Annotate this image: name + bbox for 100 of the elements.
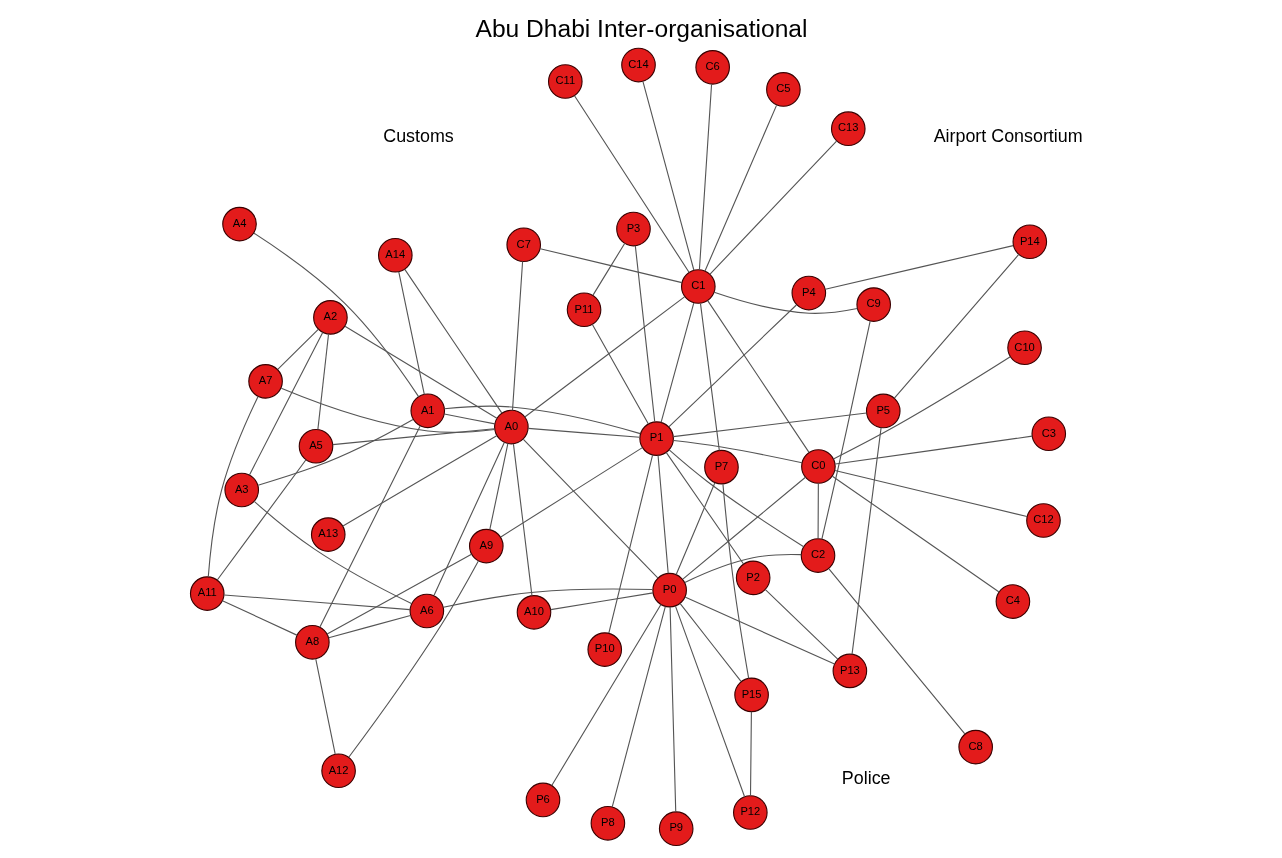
connector <box>698 83 712 271</box>
node-circle: P3 <box>615 211 651 247</box>
connector <box>403 268 502 414</box>
node-circle: C3 <box>1030 416 1066 452</box>
diagram-title: Abu Dhabi Inter-organisational <box>474 14 808 42</box>
node-circle: P11 <box>566 292 601 328</box>
node-circle: C14 <box>620 47 656 83</box>
connector <box>527 427 640 438</box>
node-circle: A13 <box>310 517 346 552</box>
connector <box>207 395 259 578</box>
node-circle: P5 <box>865 393 901 429</box>
connector <box>223 594 410 611</box>
connector <box>832 356 1011 460</box>
node-circle: P7 <box>703 449 739 485</box>
connector <box>833 469 1027 518</box>
connector <box>523 296 685 418</box>
node-circle: C13 <box>830 111 866 146</box>
node-circle: A8 <box>294 625 330 660</box>
connector <box>512 443 532 597</box>
node-circle: A0 <box>493 409 529 445</box>
connector <box>592 242 625 296</box>
node-circle: P1 <box>638 421 674 456</box>
connector <box>703 104 777 272</box>
node-circle: P4 <box>791 275 826 311</box>
connector <box>216 459 307 581</box>
node-circle: A1 <box>409 393 445 429</box>
node-circle: A7 <box>247 364 283 399</box>
connector <box>675 482 715 576</box>
connector <box>893 253 1019 399</box>
connector <box>634 245 655 423</box>
node-circle: P14 <box>1012 224 1047 260</box>
node-circle: A12 <box>320 753 356 789</box>
connector <box>824 245 1014 290</box>
connector <box>667 304 797 428</box>
connector <box>681 476 806 580</box>
connector <box>539 248 682 284</box>
node-circle: A2 <box>312 300 348 335</box>
node-circle: P2 <box>735 560 770 596</box>
node-circle: P6 <box>525 782 560 818</box>
connector <box>706 300 810 453</box>
connector <box>326 553 472 635</box>
node-circle: P0 <box>651 572 687 608</box>
connector <box>721 483 749 679</box>
node-circle: A5 <box>298 428 333 464</box>
node-circle: A11 <box>189 576 225 611</box>
node-circle: C12 <box>1025 503 1061 538</box>
connector <box>851 427 882 655</box>
connector <box>820 320 871 540</box>
node-circle: P15 <box>733 677 769 713</box>
connector <box>674 605 745 798</box>
connector <box>253 501 412 605</box>
node-circle: C4 <box>995 584 1030 619</box>
node-circle: C7 <box>505 227 541 263</box>
node-circle: P13 <box>832 653 867 689</box>
connector <box>672 439 803 464</box>
connector <box>314 658 336 755</box>
node-circle: A10 <box>516 595 551 630</box>
connector <box>709 140 837 275</box>
label: Airport Consortium <box>933 126 1083 147</box>
connector <box>683 553 802 583</box>
node-circle: C11 <box>547 64 583 99</box>
connector <box>660 302 694 423</box>
node-circle: A4 <box>221 206 257 242</box>
node-circle: A9 <box>468 528 504 564</box>
label: Customs <box>382 126 454 147</box>
node-circle: C6 <box>694 50 730 85</box>
node-circle: C5 <box>765 72 801 107</box>
connector <box>678 602 742 682</box>
node-circle: C10 <box>1006 330 1042 366</box>
connector <box>318 425 421 628</box>
connector <box>683 596 835 665</box>
connector <box>257 418 414 486</box>
connector <box>442 588 653 608</box>
node-circle: A3 <box>223 472 259 508</box>
connector <box>611 605 666 808</box>
connector <box>672 412 867 438</box>
connector <box>433 441 505 596</box>
connector <box>347 560 479 758</box>
connector <box>499 447 643 538</box>
connector <box>331 428 495 446</box>
connector <box>749 711 752 797</box>
connector <box>522 438 658 579</box>
connector <box>488 442 508 531</box>
connector <box>341 435 497 527</box>
connector <box>573 95 690 273</box>
connector <box>668 449 804 548</box>
node-circle: P9 <box>658 811 694 846</box>
connector <box>511 261 523 411</box>
connector <box>817 482 819 539</box>
connector <box>280 387 495 433</box>
node-circle: A6 <box>409 593 444 629</box>
connector <box>316 333 329 430</box>
connector <box>831 475 1000 593</box>
connector <box>669 606 676 813</box>
connector <box>343 325 497 419</box>
connector <box>253 232 419 398</box>
connector <box>443 405 641 435</box>
connector <box>699 303 720 452</box>
connector <box>443 413 495 425</box>
label: Police <box>841 767 891 788</box>
